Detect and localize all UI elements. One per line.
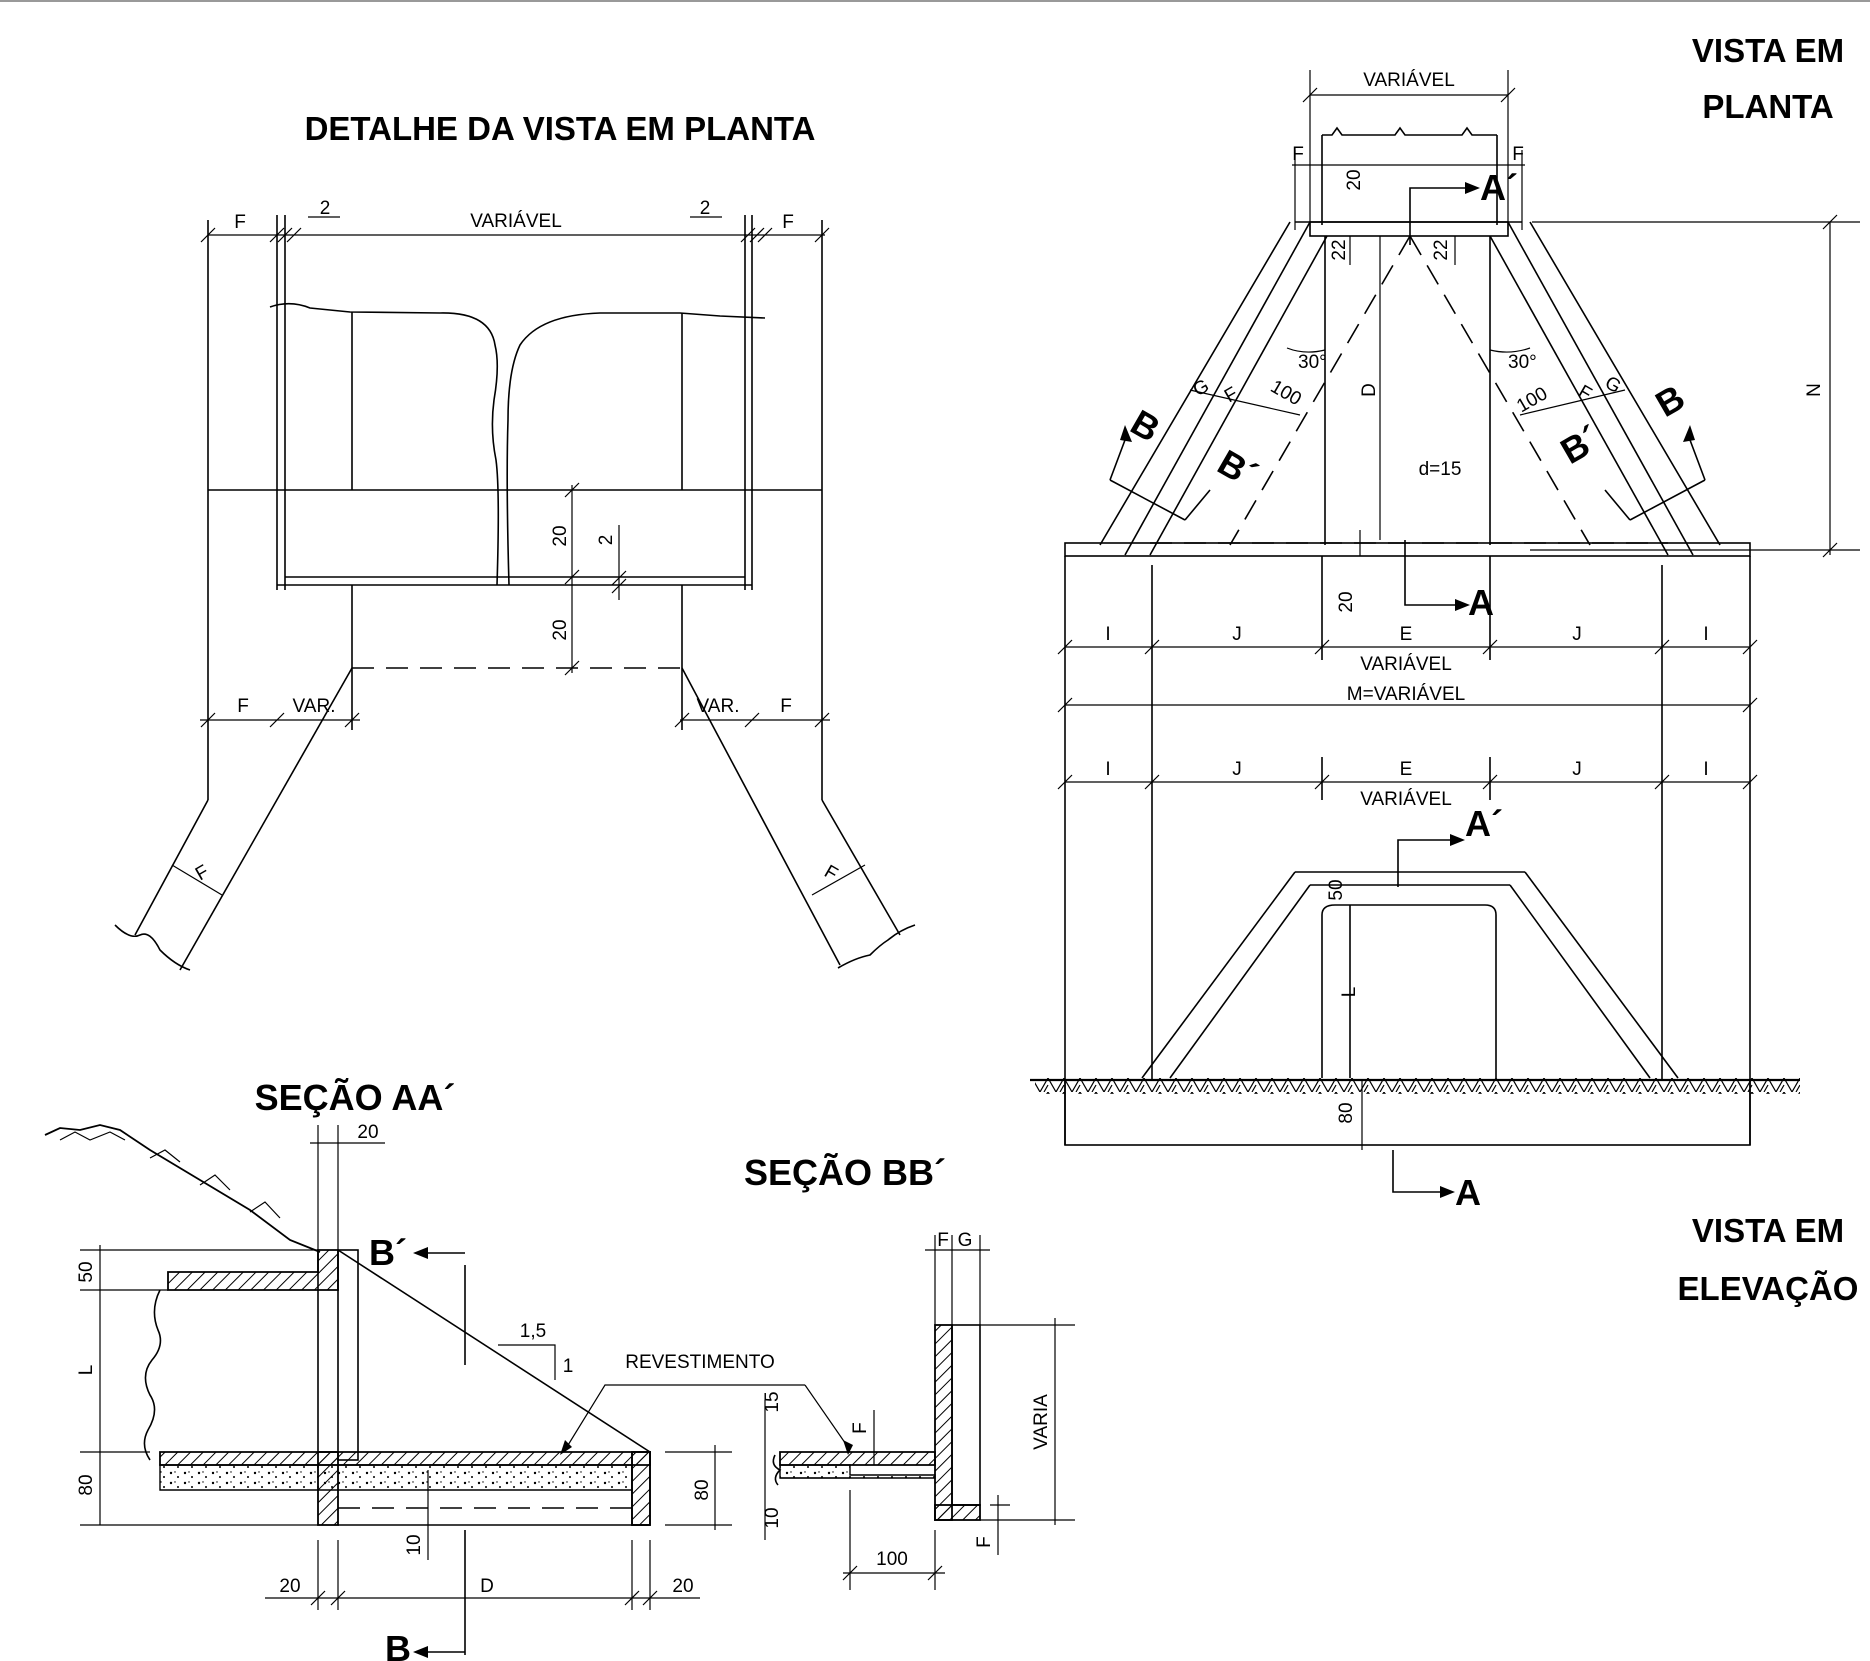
dim-var-left: VAR.	[293, 696, 336, 717]
dim-variavel: VARIÁVEL	[470, 211, 562, 232]
plan-marker-Bp-left: B´	[1211, 441, 1264, 496]
elevation-title-2: ELEVAÇÃO	[1678, 1270, 1859, 1307]
section-aa-title: SEÇÃO AA´	[255, 1076, 456, 1118]
plan-dim-variavel-top: VARIÁVEL	[1363, 70, 1455, 91]
plan-dim-I-right: I	[1703, 624, 1708, 645]
bb-dim-varia: VARIA	[1031, 1394, 1052, 1450]
dim-2-left: 2	[320, 198, 331, 219]
bb-dim-100: 100	[876, 1549, 908, 1570]
elev-dim-L: L	[1339, 987, 1360, 998]
plan-dim-J-right: J	[1572, 624, 1582, 645]
section-bb-title: SEÇÃO BB´	[744, 1151, 946, 1193]
dim-F-left: F	[234, 212, 246, 233]
aa-dim-D: D	[480, 1576, 494, 1597]
elev-dim-80: 80	[1336, 1102, 1357, 1123]
aa-slope-h: 1,5	[520, 1321, 546, 1342]
dim-2-right: 2	[700, 198, 711, 219]
elev-marker-A-prime: A´	[1465, 803, 1503, 844]
bb-dim-15: 15	[762, 1391, 783, 1412]
aa-dim-20-br: 20	[672, 1576, 693, 1597]
aa-dim-80-right: 80	[692, 1479, 713, 1500]
plan-dim-variavel: VARIÁVEL	[1360, 654, 1452, 675]
plan-dim-J-left: J	[1232, 624, 1242, 645]
dim-F-bottom-right: F	[780, 696, 792, 717]
elev-dim-J-left: J	[1232, 759, 1242, 780]
dim-2-vert: 2	[596, 535, 617, 546]
dim-F-wing-left: F	[192, 861, 213, 885]
dim-var-right: VAR.	[697, 696, 740, 717]
aa-dim-L: L	[76, 1365, 97, 1376]
plan-dim-I-left: I	[1105, 624, 1110, 645]
plan-title-2: PLANTA	[1702, 88, 1833, 125]
plan-dim-20-bottom: 20	[1336, 591, 1357, 612]
aa-dim-20-bl: 20	[279, 1576, 300, 1597]
bb-dim-F-slab: F	[850, 1422, 871, 1434]
plan-dim-D: D	[1359, 383, 1380, 397]
plan-dim-F-small-left: F	[1292, 144, 1304, 165]
elev-dim-ticks	[1057, 774, 1758, 790]
elevation-title-1: VISTA EM	[1692, 1212, 1844, 1249]
plan-marker-Bp-right: B´	[1554, 417, 1607, 472]
dim-20-b: 20	[550, 619, 571, 640]
plan-marker-A-prime: A´	[1480, 167, 1518, 208]
elev-dim-E: E	[1400, 759, 1413, 780]
plan-dim-ticks	[1057, 639, 1758, 655]
section-bb: SEÇÃO BB´ F G VARIA F 15 10 F	[744, 1151, 1075, 1590]
plan-label-d15: d=15	[1419, 459, 1462, 480]
section-aa: SEÇÃO AA´ 20 50 L 80	[44, 1076, 805, 1661]
plan-dim-22-left: 22	[1329, 239, 1350, 260]
elev-dim-J-right: J	[1572, 759, 1582, 780]
plan-dim-22-right: 22	[1431, 239, 1452, 260]
plan-dim-G-left: G	[1190, 375, 1213, 401]
detail-plan-view: DETALHE DA VISTA EM PLANTA F 2 VARIÁVEL …	[114, 110, 916, 971]
aa-label-revestimento: REVESTIMENTO	[625, 1352, 775, 1373]
aa-dim-80: 80	[76, 1474, 97, 1495]
elev-dim-I-left: I	[1105, 759, 1110, 780]
dim-20-a: 20	[550, 525, 571, 546]
aa-marker-B-prime: B´	[369, 1232, 407, 1273]
dim-F-wing-right: F	[820, 861, 841, 885]
bb-dim-10: 10	[762, 1507, 783, 1528]
aa-dim-50: 50	[76, 1261, 97, 1282]
dim-F-bottom-left: F	[237, 696, 249, 717]
bb-dim-F-bottom: F	[974, 1536, 995, 1548]
plan-angle-right: 30°	[1508, 352, 1537, 373]
plan-dim-E: E	[1400, 624, 1413, 645]
detail-plan-title: DETALHE DA VISTA EM PLANTA	[305, 110, 816, 147]
elevation-view: I J E J I VARIÁVEL A´ 50 L 80 A VISTA EM…	[1030, 757, 1858, 1307]
plan-dim-100-left: 100	[1267, 376, 1305, 410]
aa-dim-20-top: 20	[357, 1122, 378, 1143]
plan-dim-N: N	[1804, 383, 1825, 397]
plan-angle-left: 30°	[1298, 352, 1327, 373]
elev-dim-50: 50	[1326, 879, 1347, 900]
plan-dim-20: 20	[1344, 169, 1365, 190]
dim-F-right: F	[782, 212, 794, 233]
elev-marker-A: A	[1455, 1172, 1481, 1213]
plan-title-1: VISTA EM	[1692, 32, 1844, 69]
aa-marker-B: B	[385, 1628, 411, 1661]
elev-dim-variavel: VARIÁVEL	[1360, 789, 1452, 810]
plan-marker-B-right: B	[1649, 376, 1692, 425]
elev-dim-I-right: I	[1703, 759, 1708, 780]
bb-dim-F-top: F	[937, 1230, 949, 1251]
aa-slope-v: 1	[563, 1356, 574, 1377]
plan-dim-F-small-right: F	[1512, 144, 1524, 165]
plan-view: VISTA EM PLANTA VARIÁVEL F F 20 A´ D	[1057, 32, 1860, 1145]
aa-dim-10: 10	[404, 1534, 425, 1555]
bb-dim-G-top: G	[958, 1230, 973, 1251]
plan-dim-M: M=VARIÁVEL	[1347, 684, 1465, 705]
